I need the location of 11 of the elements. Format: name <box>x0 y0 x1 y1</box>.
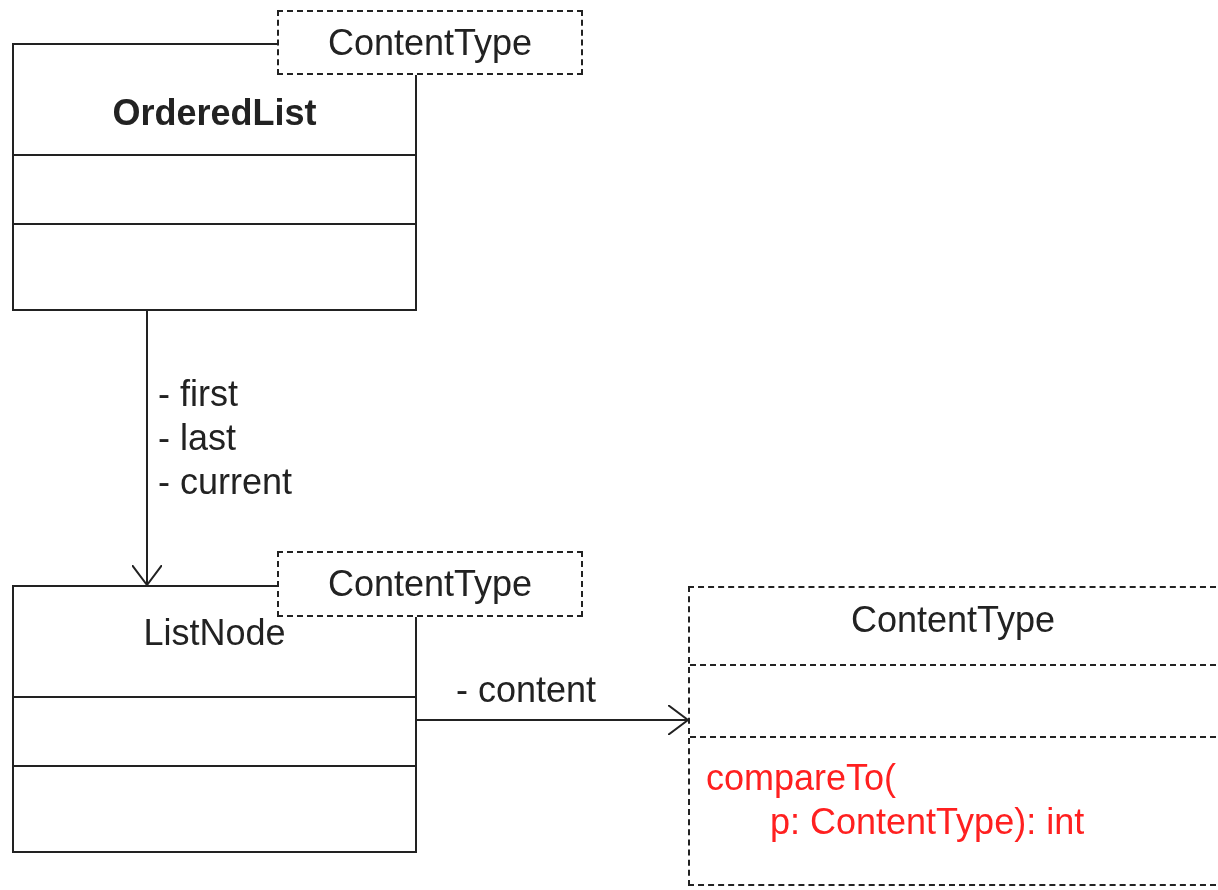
association-arrow <box>416 704 689 736</box>
class-name: OrderedList <box>112 95 317 135</box>
template-parameter: ContentType <box>327 566 533 602</box>
template-parameter-box <box>277 10 583 75</box>
interface-box <box>688 586 1216 886</box>
class-name: ContentType <box>850 602 1056 642</box>
class-name: ListNode <box>143 615 286 655</box>
template-parameter-box <box>277 551 583 617</box>
association-arrow <box>131 310 163 586</box>
template-parameter: ContentType <box>327 24 533 61</box>
method-signature: compareTo( p: ContentType): int <box>706 755 1086 844</box>
